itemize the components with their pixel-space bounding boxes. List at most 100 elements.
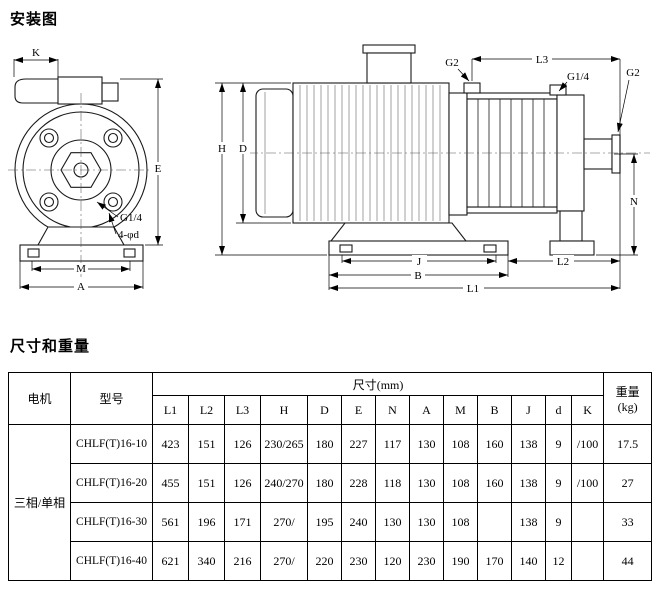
col-header-model: 型号	[70, 372, 153, 425]
dim-cell: 230	[341, 541, 376, 581]
g14-port-top	[549, 84, 567, 96]
col-header-dd: D	[307, 395, 342, 425]
dim-cell	[570, 541, 605, 581]
dim-label-g2-right: G2	[626, 67, 639, 79]
dim-cell: 138	[511, 424, 546, 464]
col-header-mm: M	[443, 395, 478, 425]
base-slot-right	[123, 248, 136, 258]
dim-label-4-phid: 4-φd	[118, 229, 140, 241]
dim-cell: 151	[188, 424, 225, 464]
dim-cell: 227	[341, 424, 376, 464]
dim-label-a: A	[77, 281, 85, 293]
dim-k: K	[13, 47, 59, 77]
dim-label-e: E	[155, 163, 162, 175]
col-header-d-small: d	[545, 395, 572, 425]
dim-label-m: M	[76, 263, 86, 275]
dim-cell: 171	[224, 502, 261, 542]
base-slot-2	[483, 244, 497, 253]
col-header-nn: N	[375, 395, 410, 425]
col-header-weight: 重量(kg)	[603, 372, 653, 425]
dim-label-j: J	[417, 256, 422, 268]
dim-cell: 117	[375, 424, 410, 464]
dim-cell: 228	[341, 463, 376, 503]
col-header-l3: L3	[224, 395, 261, 425]
col-header-motor: 电机	[8, 372, 71, 425]
dim-j: J	[341, 255, 497, 268]
dim-cell: 130	[409, 502, 444, 542]
dim-cell: 108	[443, 502, 478, 542]
dim-e: E	[120, 78, 165, 246]
callout-g2-right: G2	[616, 67, 640, 133]
col-header-l2: L2	[188, 395, 225, 425]
dim-h: H	[215, 82, 327, 256]
dim-cell: 180	[307, 424, 342, 464]
dims-weight-title: 尺寸和重量	[10, 338, 91, 355]
dim-cell: 108	[443, 424, 478, 464]
dim-m: M	[31, 261, 131, 275]
dim-cell: 240/270	[260, 463, 308, 503]
dim-cell: 130	[375, 502, 410, 542]
col-header-aa: A	[409, 395, 444, 425]
dim-label-l2: L2	[557, 256, 569, 268]
callout-4-phid: 4-φd	[108, 212, 140, 241]
dim-label-g14-front: G1/4	[120, 212, 143, 224]
pump-lug	[14, 78, 58, 104]
table-row: CHLF(T)16-20 455 151 126 240/270 180 228…	[9, 463, 653, 503]
dim-cell: 216	[224, 541, 261, 581]
base-slot-1	[339, 244, 353, 253]
dim-l2: L2	[507, 255, 620, 277]
dimensions-table: 电机 型号 尺寸(mm) 重量(kg) L1 L2 L3 H D E N A M…	[8, 372, 653, 581]
col-header-bb: B	[477, 395, 512, 425]
weight-cell: 27	[603, 463, 653, 503]
dim-a: A	[19, 261, 144, 293]
suction-port-top	[463, 82, 481, 94]
terminal-box-lid	[362, 44, 416, 54]
pump-top-step	[101, 82, 119, 102]
dim-cell: 160	[477, 424, 512, 464]
dim-cell: 240	[341, 502, 376, 542]
dim-cell: 9	[545, 424, 572, 464]
dim-cell: 138	[511, 463, 546, 503]
dim-cell: /100	[570, 463, 605, 503]
dim-label-b: B	[414, 270, 421, 282]
dim-label-k: K	[32, 47, 40, 59]
dim-cell: 130	[409, 463, 444, 503]
dim-cell	[477, 502, 512, 542]
tie-rod-bottom	[466, 206, 558, 214]
dim-label-d: D	[239, 143, 247, 155]
callout-g2-top: G2	[445, 57, 470, 82]
weight-cell: 17.5	[603, 424, 653, 464]
dim-cell: /100	[570, 424, 605, 464]
dim-cell: 196	[188, 502, 225, 542]
dim-label-h: H	[218, 143, 226, 155]
model-cell: CHLF(T)16-30	[70, 502, 153, 542]
terminal-box	[366, 52, 412, 84]
base-slot-left	[27, 248, 40, 258]
dim-cell: 126	[224, 424, 261, 464]
side-view-drawing: H D G2 L3 G1/4 G2	[215, 44, 650, 295]
dim-cell: 170	[477, 541, 512, 581]
motor-type-cell: 三相/单相	[8, 424, 71, 581]
dim-cell: 423	[152, 424, 189, 464]
dim-cell: 160	[477, 463, 512, 503]
lantern-bracket	[448, 92, 468, 216]
dim-cell: 455	[152, 463, 189, 503]
dim-cell: 561	[152, 502, 189, 542]
dim-cell: 230/265	[260, 424, 308, 464]
dim-cell: 108	[443, 463, 478, 503]
table-row: CHLF(T)16-40 621 340 216 270/ 220 230 12…	[9, 541, 653, 581]
dim-cell	[570, 502, 605, 542]
dim-d: D	[236, 83, 291, 224]
dim-label-g2-top: G2	[445, 57, 458, 69]
hex-nut	[60, 152, 102, 188]
dim-cell: 9	[545, 463, 572, 503]
model-cell: CHLF(T)16-20	[70, 463, 153, 503]
dim-l1: L1	[329, 282, 620, 295]
dim-cell: 120	[375, 541, 410, 581]
table-row: 三相/单相 CHLF(T)16-10 423 151 126 230/265 1…	[8, 424, 653, 581]
dim-cell: 151	[188, 463, 225, 503]
dim-cell: 220	[307, 541, 342, 581]
dim-cell: 180	[307, 463, 342, 503]
dim-cell: 195	[307, 502, 342, 542]
col-header-hh: H	[260, 395, 308, 425]
